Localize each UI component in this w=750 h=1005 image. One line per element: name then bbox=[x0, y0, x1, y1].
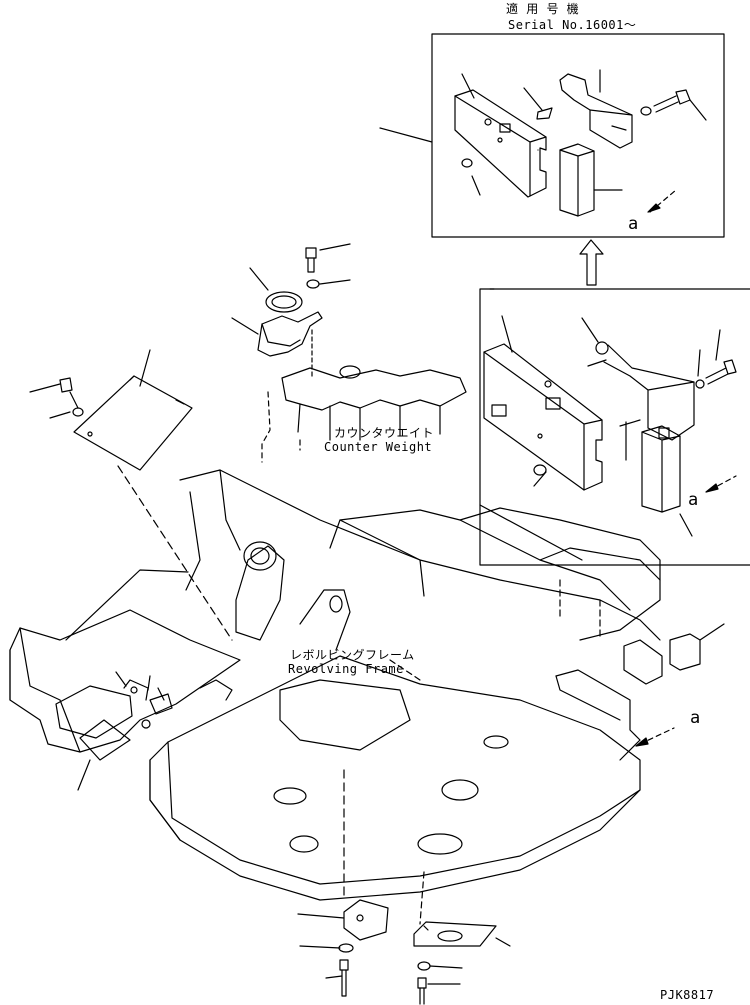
counterweight-label-en: Counter Weight bbox=[324, 440, 433, 454]
view-marker-top: a bbox=[628, 214, 639, 234]
serial-title-jp: 適 用 号 機 bbox=[506, 2, 580, 16]
up-arrow-icon bbox=[579, 239, 604, 286]
serial-number: Serial No.16001～ bbox=[508, 18, 637, 32]
frame-label-en: Revolving Frame bbox=[288, 662, 404, 676]
drawing-code: PJK8817 bbox=[660, 988, 715, 1002]
counterweight-group bbox=[231, 243, 467, 463]
detail-box-lower bbox=[479, 288, 750, 566]
view-marker-frame: a bbox=[690, 708, 701, 728]
counterweight-label-jp: カウンタウエイト bbox=[334, 426, 435, 440]
frame-label-jp: レボルビングフレーム bbox=[290, 648, 415, 662]
right-side-pad bbox=[635, 623, 725, 747]
left-cover-plate bbox=[29, 349, 233, 641]
view-marker-middle: a bbox=[688, 490, 699, 510]
bottom-parts bbox=[297, 871, 511, 1005]
serial-detail-box bbox=[379, 33, 725, 238]
revolving-frame bbox=[9, 469, 663, 901]
